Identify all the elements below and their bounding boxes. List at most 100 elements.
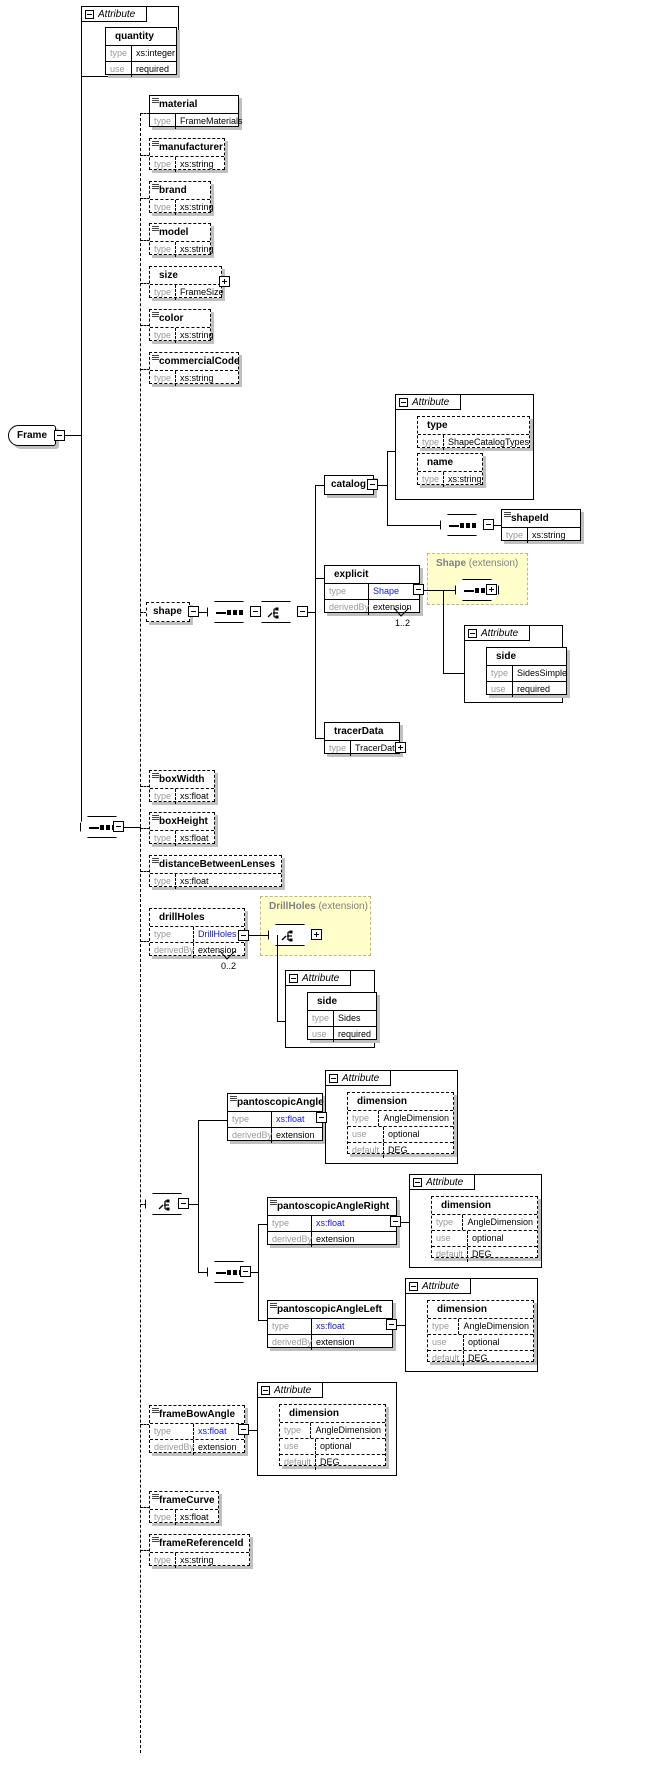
collapse-icon[interactable] — [85, 9, 94, 19]
sequence-connector-shape[interactable] — [207, 601, 251, 623]
collapse-icon[interactable] — [399, 397, 408, 407]
row-key: type — [106, 46, 132, 61]
attribute-node-dimension-2[interactable]: dimension type AngleDimension use option… — [431, 1196, 538, 1262]
attribute-node-side-sides[interactable]: side type Sides use required — [307, 992, 377, 1042]
element-pantoscopicangle[interactable]: pantoscopicAngle type xs:float derivedBy… — [227, 1093, 324, 1143]
element-drillholes-collapse-toggle[interactable] — [238, 930, 249, 941]
row-value: xs:string — [180, 330, 214, 340]
collapse-icon[interactable] — [289, 973, 298, 983]
choice-connector-pantoscopic-toggle[interactable] — [178, 1198, 189, 1209]
attribute-tab-label: Attribute — [342, 1072, 380, 1084]
row-key: type — [280, 1423, 312, 1438]
attribute-tab[interactable]: Attribute — [395, 394, 461, 410]
attribute-tab-label: Attribute — [98, 8, 136, 20]
element-pantoscopicangleright-toggle[interactable] — [390, 1216, 401, 1227]
attribute-tab[interactable]: Attribute — [325, 1070, 391, 1086]
element-size-expand-toggle[interactable] — [219, 276, 230, 287]
attribute-node-catalog-name[interactable]: name type xs:string — [417, 453, 483, 487]
attribute-tab[interactable]: Attribute — [409, 1174, 475, 1190]
element-brand[interactable]: brand type xs:string — [149, 181, 214, 215]
element-framereferenceid[interactable]: frameReferenceId type xs:string — [149, 1534, 250, 1568]
root-collapse-toggle[interactable] — [54, 430, 65, 441]
attribute-tab-label: Attribute — [302, 972, 340, 984]
attribute-node-quantity[interactable]: quantity type xs:integer use required — [105, 27, 177, 77]
attribute-node-dimension-3[interactable]: dimension type AngleDimension use option… — [427, 1300, 534, 1366]
attribute-node-side-simple[interactable]: side type SidesSimple use required — [486, 647, 567, 697]
row-value: AngleDimension — [467, 1217, 533, 1227]
element-boxheight[interactable]: boxHeight type xs:float — [149, 812, 215, 846]
element-tracerdata-expand-toggle[interactable] — [395, 742, 406, 753]
collapse-icon[interactable] — [261, 1385, 270, 1395]
sequence-connector-catalog[interactable] — [440, 514, 484, 536]
node-row-type: type AngleDimension — [428, 1318, 533, 1334]
node-row-type: type AngleDimension — [348, 1110, 453, 1126]
collapse-icon[interactable] — [413, 1177, 422, 1187]
element-pantoscopicangleright[interactable]: pantoscopicAngleRight type xs:float deri… — [267, 1197, 397, 1247]
attribute-tab[interactable]: Attribute — [405, 1278, 471, 1294]
element-drillholes[interactable]: drillHoles type DrillHoles derivedBy ext… — [149, 908, 245, 958]
row-value: AngleDimension — [315, 1425, 381, 1435]
choice-connector-shape[interactable] — [254, 601, 298, 623]
row-key: type — [150, 1510, 176, 1525]
element-model[interactable]: model type xs:string — [149, 223, 214, 257]
element-material[interactable]: material type FrameMaterials — [149, 95, 243, 129]
element-shape-collapse-toggle[interactable] — [188, 606, 199, 617]
element-pantoscopicangleleft[interactable]: pantoscopicAngleLeft type xs:float deriv… — [267, 1300, 393, 1350]
row-key: type — [487, 666, 513, 681]
node-row-type: type xs:float — [228, 1111, 322, 1127]
element-distancebetweenlenses[interactable]: distanceBetweenLenses type xs:float — [149, 855, 282, 889]
element-shapeid[interactable]: shapeId type xs:string — [501, 509, 581, 543]
element-tracerdata[interactable]: tracerData type TracerData — [324, 722, 400, 756]
element-pantoscopicangle-toggle[interactable] — [316, 1112, 327, 1123]
row-key: type — [150, 285, 176, 300]
element-framebowangle[interactable]: frameBowAngle type xs:float derivedBy ex… — [149, 1405, 245, 1455]
attribute-tab-label: Attribute — [422, 1280, 460, 1292]
sequence-connector-shape-ext-toggle[interactable] — [486, 584, 497, 595]
choice-connector-drillholes[interactable] — [268, 924, 312, 946]
element-explicit[interactable]: explicit type Shape derivedBy extension — [324, 565, 420, 615]
collapse-icon[interactable] — [409, 1281, 418, 1291]
connector-line — [198, 1120, 199, 1272]
attribute-tab[interactable]: Attribute — [464, 625, 530, 641]
element-commercialcode[interactable]: commercialCode type xs:string — [149, 352, 240, 386]
sequence-connector-frame-toggle[interactable] — [113, 821, 124, 832]
attribute-tab[interactable]: Attribute — [257, 1382, 323, 1398]
element-boxwidth[interactable]: boxWidth type xs:float — [149, 770, 215, 804]
element-pantoscopicangleleft-toggle[interactable] — [386, 1319, 397, 1330]
sequence-connector-toggle[interactable] — [250, 606, 261, 617]
attribute-node-catalog-type[interactable]: type type ShapeCatalogTypes — [417, 416, 530, 450]
choice-connector-drillholes-toggle[interactable] — [311, 929, 322, 940]
attribute-group-side-sides: Attribute side type Sides use required — [285, 970, 377, 1048]
row-value: optional — [468, 1337, 500, 1347]
node-row-type: type xs:string — [150, 1552, 249, 1568]
sequence-connector-catalog-toggle[interactable] — [483, 519, 494, 530]
element-shape[interactable]: shape — [146, 602, 190, 622]
root-element-frame[interactable]: Frame — [8, 425, 56, 446]
attribute-node-dimension-4[interactable]: dimension type AngleDimension use option… — [279, 1404, 386, 1470]
row-key: type — [150, 157, 176, 172]
row-value: xs:float — [316, 1321, 345, 1331]
sequence-connector-pantoscopic-pair-toggle[interactable] — [240, 1266, 251, 1277]
connector-stub — [140, 113, 150, 114]
node-row-type: type TracerData — [325, 740, 400, 756]
node-name: type — [427, 420, 448, 431]
row-value: xs:float — [180, 876, 209, 886]
collapse-icon[interactable] — [468, 628, 477, 638]
element-framecurve[interactable]: frameCurve type xs:float — [149, 1491, 219, 1525]
attribute-tab[interactable]: Attribute — [81, 6, 147, 22]
row-value: xs:float — [180, 1512, 209, 1522]
row-key: type — [150, 1424, 194, 1439]
attribute-node-dimension-1[interactable]: dimension type AngleDimension use option… — [347, 1092, 454, 1158]
attribute-tab[interactable]: Attribute — [285, 970, 351, 986]
element-icon — [152, 1537, 159, 1543]
element-explicit-collapse-toggle[interactable] — [413, 584, 424, 595]
element-catalog-collapse-toggle[interactable] — [367, 479, 378, 490]
collapse-icon[interactable] — [329, 1073, 338, 1083]
element-manufacturer[interactable]: manufacturer type xs:string — [149, 138, 225, 172]
element-icon — [270, 1200, 277, 1206]
element-framebowangle-toggle[interactable] — [238, 1424, 249, 1435]
choice-connector-toggle[interactable] — [297, 606, 308, 617]
element-color[interactable]: color type xs:string — [149, 309, 214, 343]
connector-line — [251, 1272, 259, 1273]
element-size[interactable]: size type FrameSize — [149, 266, 224, 300]
